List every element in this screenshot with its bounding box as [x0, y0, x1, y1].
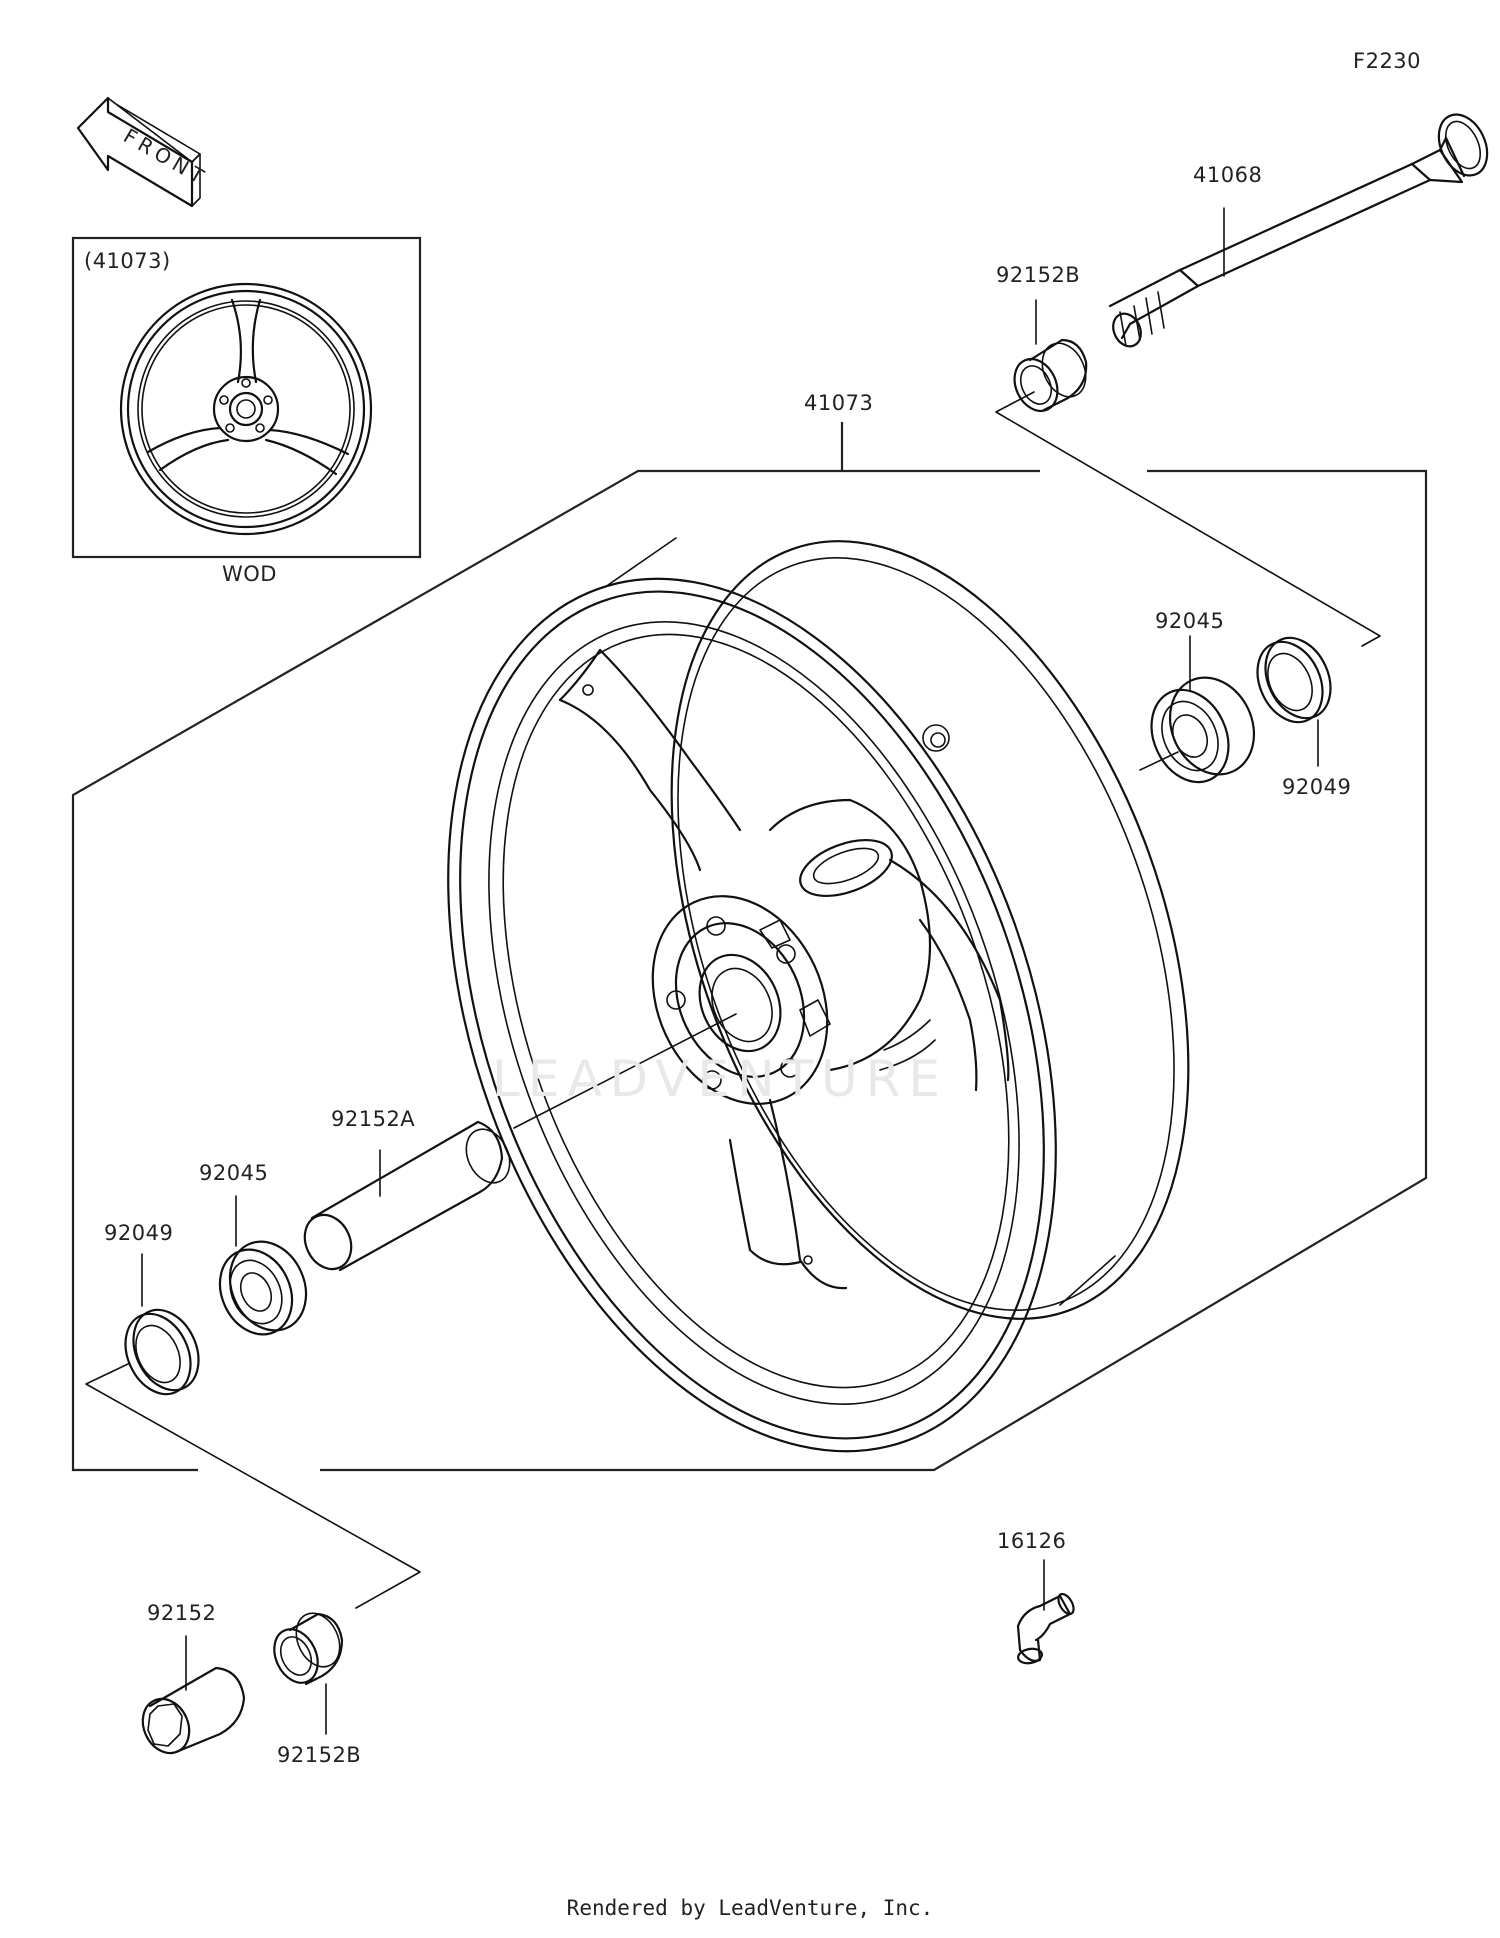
footer-credit: Rendered by LeadVenture, Inc.: [566, 1896, 934, 1920]
part-number-41068: 41068: [1193, 163, 1262, 187]
part-label-92152b-top[interactable]: 92152B: [996, 263, 1080, 287]
part-number-92045-left: 92045: [199, 1161, 268, 1185]
part-number-41073: 41073: [804, 391, 873, 415]
collar-92152b-bottom[interactable]: [266, 1606, 348, 1735]
part-label-92049-left[interactable]: 92049: [104, 1221, 173, 1245]
front-arrow-icon: FRONT: [76, 96, 212, 208]
valve-16126[interactable]: [1016, 1559, 1077, 1665]
part-number-92049-left: 92049: [104, 1221, 173, 1245]
inset-panel[interactable]: (41073) WOD: [71, 236, 422, 586]
part-label-92152a[interactable]: 92152A: [331, 1107, 415, 1131]
part-number-16126: 16126: [997, 1529, 1066, 1553]
part-number-92152: 92152: [147, 1601, 216, 1625]
part-label-16126[interactable]: 16126: [997, 1529, 1066, 1553]
diagram-code: F2230: [1353, 49, 1421, 73]
inset-wheel-icon: [119, 282, 373, 536]
inset-caption: WOD: [222, 562, 277, 586]
part-number-92152b-top: 92152B: [996, 263, 1080, 287]
watermark: LEADVENTURE: [492, 1050, 948, 1108]
part-label-92049-right[interactable]: 92049: [1282, 775, 1351, 799]
axle-41068[interactable]: [1108, 107, 1496, 351]
inset-part-number: (41073): [84, 249, 171, 273]
part-label-92152b-bottom[interactable]: 92152B: [277, 1743, 361, 1767]
part-number-92045-right: 92045: [1155, 609, 1224, 633]
bearing-92045-left[interactable]: [207, 1195, 320, 1346]
part-label-41073[interactable]: 41073: [804, 391, 873, 415]
part-label-92045-left[interactable]: 92045: [199, 1161, 268, 1185]
collar-92152b-top[interactable]: [995, 299, 1381, 647]
collar-92152[interactable]: [134, 1635, 246, 1761]
spacer-92152a[interactable]: [296, 1120, 518, 1277]
front-wheel[interactable]: [336, 470, 1287, 1536]
part-number-92152a: 92152A: [331, 1107, 415, 1131]
part-label-92152[interactable]: 92152: [147, 1601, 216, 1625]
part-label-92045-right[interactable]: 92045: [1155, 609, 1224, 633]
seal-92049-right[interactable]: [1245, 627, 1343, 767]
part-label-41068[interactable]: 41068: [1193, 163, 1262, 187]
seal-92049-left[interactable]: [85, 1253, 421, 1609]
assembly-frame: [71, 422, 1428, 1472]
bearing-92045-right[interactable]: [1137, 635, 1269, 795]
part-number-92049-right: 92049: [1282, 775, 1351, 799]
part-number-92152b-bottom: 92152B: [277, 1743, 361, 1767]
